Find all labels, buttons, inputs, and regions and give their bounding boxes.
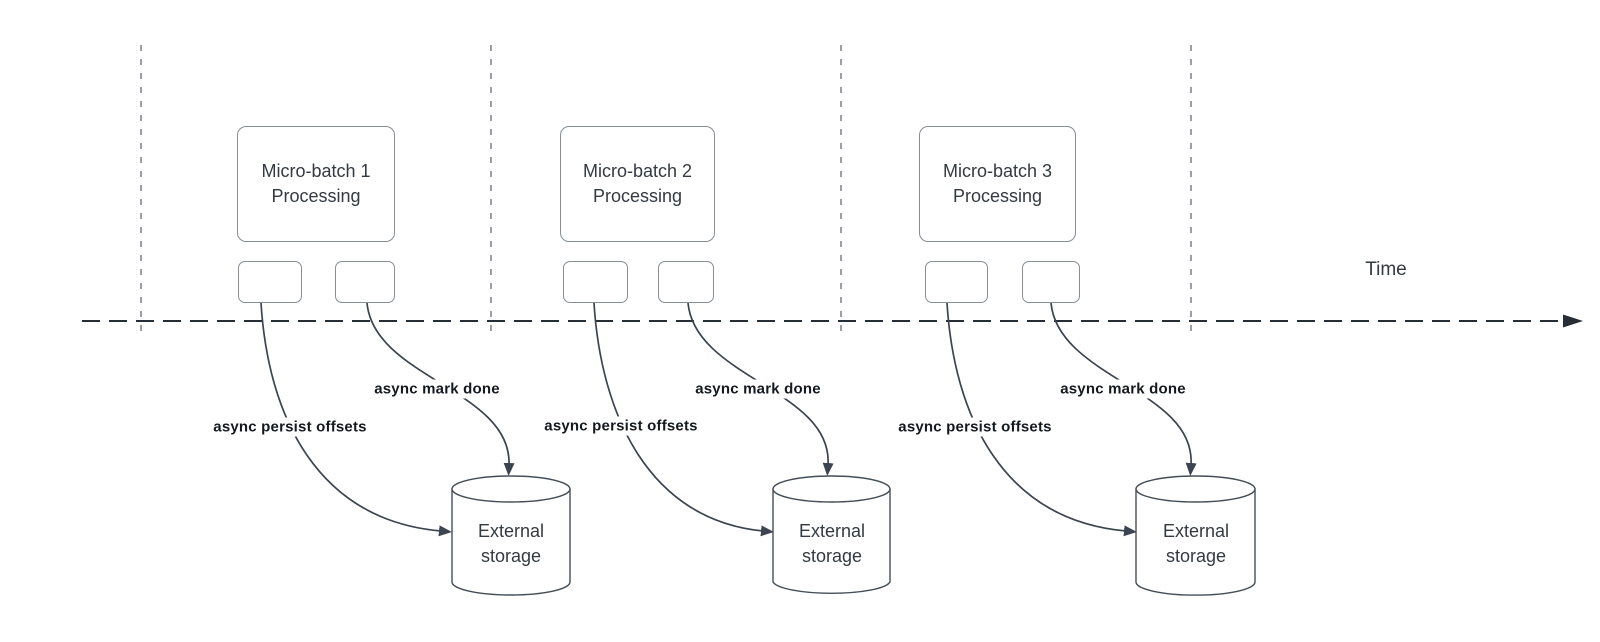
persist-offsets-arrow-3 (946, 302, 1137, 537)
persist-offsets-label: async persist offsets (540, 416, 702, 436)
storage-cylinder-2 (772, 475, 891, 594)
cylinder-body (451, 488, 571, 596)
mark-done-task-box-3 (1022, 261, 1080, 303)
process-box-1: Micro-batch 1 Processing (237, 126, 395, 242)
process-box-label: Micro-batch 1 Processing (261, 161, 371, 206)
persist-offsets-task-box-2 (563, 261, 628, 303)
persist-offsets-arrow-1 (260, 302, 452, 537)
cylinder-top (451, 475, 571, 503)
cylinder-top (1135, 475, 1256, 503)
time-axis-label: Time (1365, 259, 1407, 280)
storage-label: External storage (1162, 521, 1230, 566)
persist-offsets-task-box-1 (238, 261, 302, 303)
storage-cylinder-1 (451, 475, 571, 596)
mark-done-label: async mark done (691, 379, 825, 399)
mark-done-task-box-2 (658, 261, 714, 303)
mark-done-task-box-1 (335, 261, 395, 303)
persist-offsets-label: async persist offsets (209, 417, 371, 437)
process-box-label: Micro-batch 3 Processing (942, 161, 1053, 206)
persist-offsets-task-box-3 (925, 261, 988, 303)
process-box-label: Micro-batch 2 Processing (582, 161, 693, 206)
mark-done-label: async mark done (370, 379, 504, 399)
persist-offsets-arrow-2 (593, 302, 774, 537)
mark-done-label: async mark done (1056, 379, 1190, 399)
cylinder-body (1135, 488, 1256, 596)
process-box-2: Micro-batch 2 Processing (560, 126, 715, 242)
storage-label: External storage (798, 521, 866, 566)
storage-label: External storage (477, 521, 545, 566)
cylinder-top (772, 475, 891, 503)
process-box-3: Micro-batch 3 Processing (919, 126, 1076, 242)
storage-cylinder-3 (1135, 475, 1256, 596)
persist-offsets-label: async persist offsets (894, 417, 1056, 437)
cylinder-body (772, 488, 891, 594)
